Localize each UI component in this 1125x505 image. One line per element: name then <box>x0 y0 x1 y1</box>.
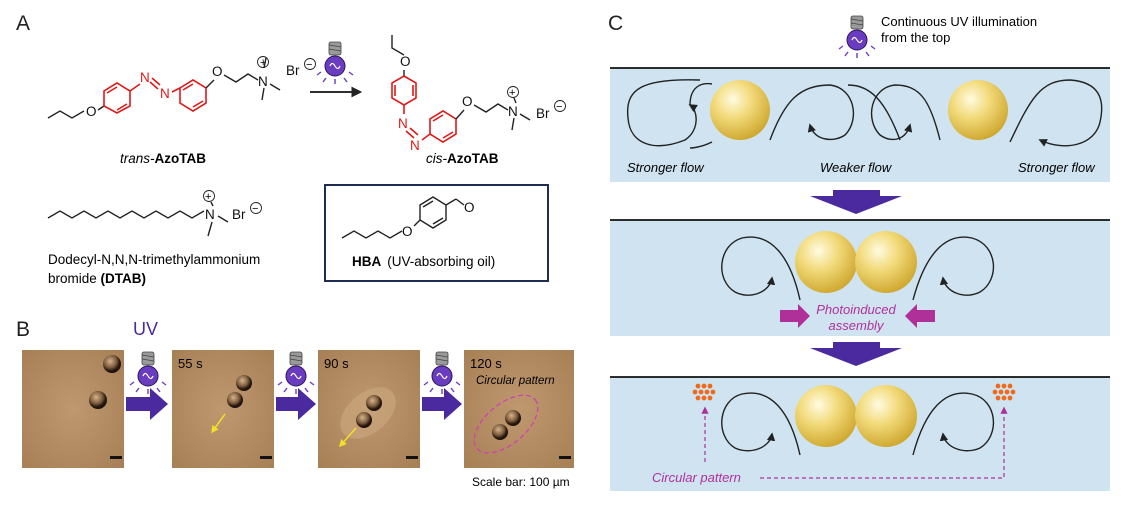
flow-label-left: Stronger flow <box>627 160 705 175</box>
svg-text:55 s: 55 s <box>178 356 203 371</box>
svg-text:N: N <box>398 116 408 131</box>
scale-bar-mark <box>110 456 122 459</box>
step-arrows-b <box>126 351 462 420</box>
flow-label-mid: Weaker flow <box>820 160 893 175</box>
sphere <box>795 385 857 447</box>
flow-label-right: Stronger flow <box>1018 160 1096 175</box>
svg-text:O: O <box>86 104 97 119</box>
svg-text:O: O <box>212 64 223 79</box>
panel-label-b: B <box>16 318 30 341</box>
flow-arrow-icon <box>422 388 462 420</box>
droplet <box>366 395 382 411</box>
svg-text:Br: Br <box>536 106 550 121</box>
micrograph-frame-0 <box>22 350 124 468</box>
svg-text:N: N <box>508 104 518 119</box>
sphere <box>855 231 917 293</box>
micrograph-frame-2: 90 s <box>318 350 420 468</box>
svg-text:+: + <box>260 57 266 69</box>
droplet <box>236 375 252 391</box>
scale-bar-caption: Scale bar: 100 µm <box>472 475 570 489</box>
assembly-label-line1: Photoinduced <box>816 302 896 317</box>
sphere <box>948 80 1008 140</box>
droplet <box>356 412 372 428</box>
svg-text:−: − <box>306 59 312 71</box>
svg-text:120 s: 120 s <box>470 356 502 371</box>
svg-text:Br: Br <box>232 207 246 222</box>
dtab-name-line1: Dodecyl-N,N,N-trimethylammonium <box>48 252 260 267</box>
orange-particles-right <box>992 383 1016 401</box>
micrograph-frame-3: 120 s Circular pattern <box>464 350 574 468</box>
uv-caption-line2: from the top <box>881 30 950 45</box>
trans-azotab-label: trans-AzoTAB <box>120 151 206 166</box>
svg-text:+: + <box>205 191 211 203</box>
bulb-icon <box>423 351 461 395</box>
panel-label-c: C <box>608 12 623 35</box>
channel-stage-3: Circular pattern <box>610 376 1110 491</box>
svg-text:N: N <box>160 86 170 101</box>
down-arrow-icon <box>810 342 902 366</box>
svg-text:N: N <box>140 70 150 85</box>
svg-text:N: N <box>258 74 268 89</box>
channel-stage-2: Photoinduced assembly <box>610 219 1110 336</box>
panel-label-a: A <box>16 12 30 35</box>
scale-bar-mark <box>406 456 418 459</box>
svg-text:O: O <box>464 200 475 215</box>
svg-text:Br: Br <box>286 63 300 78</box>
sphere <box>855 385 917 447</box>
cis-azotab-structure: O N N O N + Br − <box>391 35 566 153</box>
dtab-structure: N + Br − <box>47 190 262 237</box>
svg-text:90 s: 90 s <box>324 356 349 371</box>
uv-label: UV <box>133 319 158 339</box>
droplet <box>492 424 508 440</box>
svg-text:O: O <box>402 224 413 239</box>
circular-pattern-label: Circular pattern <box>652 470 741 485</box>
dtab-name-line2: bromide (DTAB) <box>48 271 146 286</box>
svg-text:−: − <box>252 203 258 215</box>
droplet <box>505 410 521 426</box>
trans-azotab-structure: O N N O N + Br − <box>47 56 316 119</box>
sphere <box>795 231 857 293</box>
flow-arrow-icon <box>126 388 168 420</box>
svg-text:+: + <box>509 87 515 99</box>
svg-text:O: O <box>462 94 473 109</box>
cis-azotab-label: cis-AzoTAB <box>426 151 499 166</box>
hba-box <box>324 184 549 282</box>
bulb-icon <box>129 351 167 395</box>
flow-arrow-icon <box>276 388 316 420</box>
uv-caption-line1: Continuous UV illumination <box>881 14 1037 29</box>
bulb-icon <box>277 351 315 395</box>
svg-text:O: O <box>400 54 411 69</box>
bulb-icon <box>316 41 354 85</box>
assembly-label-line2: assembly <box>829 318 885 333</box>
down-arrow-icon <box>810 190 902 214</box>
scale-bar-mark <box>559 456 571 459</box>
droplet <box>89 391 107 409</box>
micrograph-frame-1: 55 s <box>172 350 274 468</box>
hba-label: HBA(UV-absorbing oil) <box>352 254 495 269</box>
svg-text:N: N <box>410 138 420 153</box>
channel-stage-1: Stronger flow Weaker flow Stronger flow <box>610 67 1110 182</box>
hba-structure: O O <box>341 196 475 239</box>
bulb-icon <box>838 15 876 59</box>
sphere <box>710 80 770 140</box>
droplet <box>103 355 121 373</box>
droplet <box>227 392 243 408</box>
svg-text:N: N <box>205 207 215 222</box>
svg-text:Circular pattern: Circular pattern <box>476 375 555 387</box>
svg-text:−: − <box>556 101 562 113</box>
scale-bar-mark <box>260 456 272 459</box>
orange-particles-left <box>692 383 716 401</box>
